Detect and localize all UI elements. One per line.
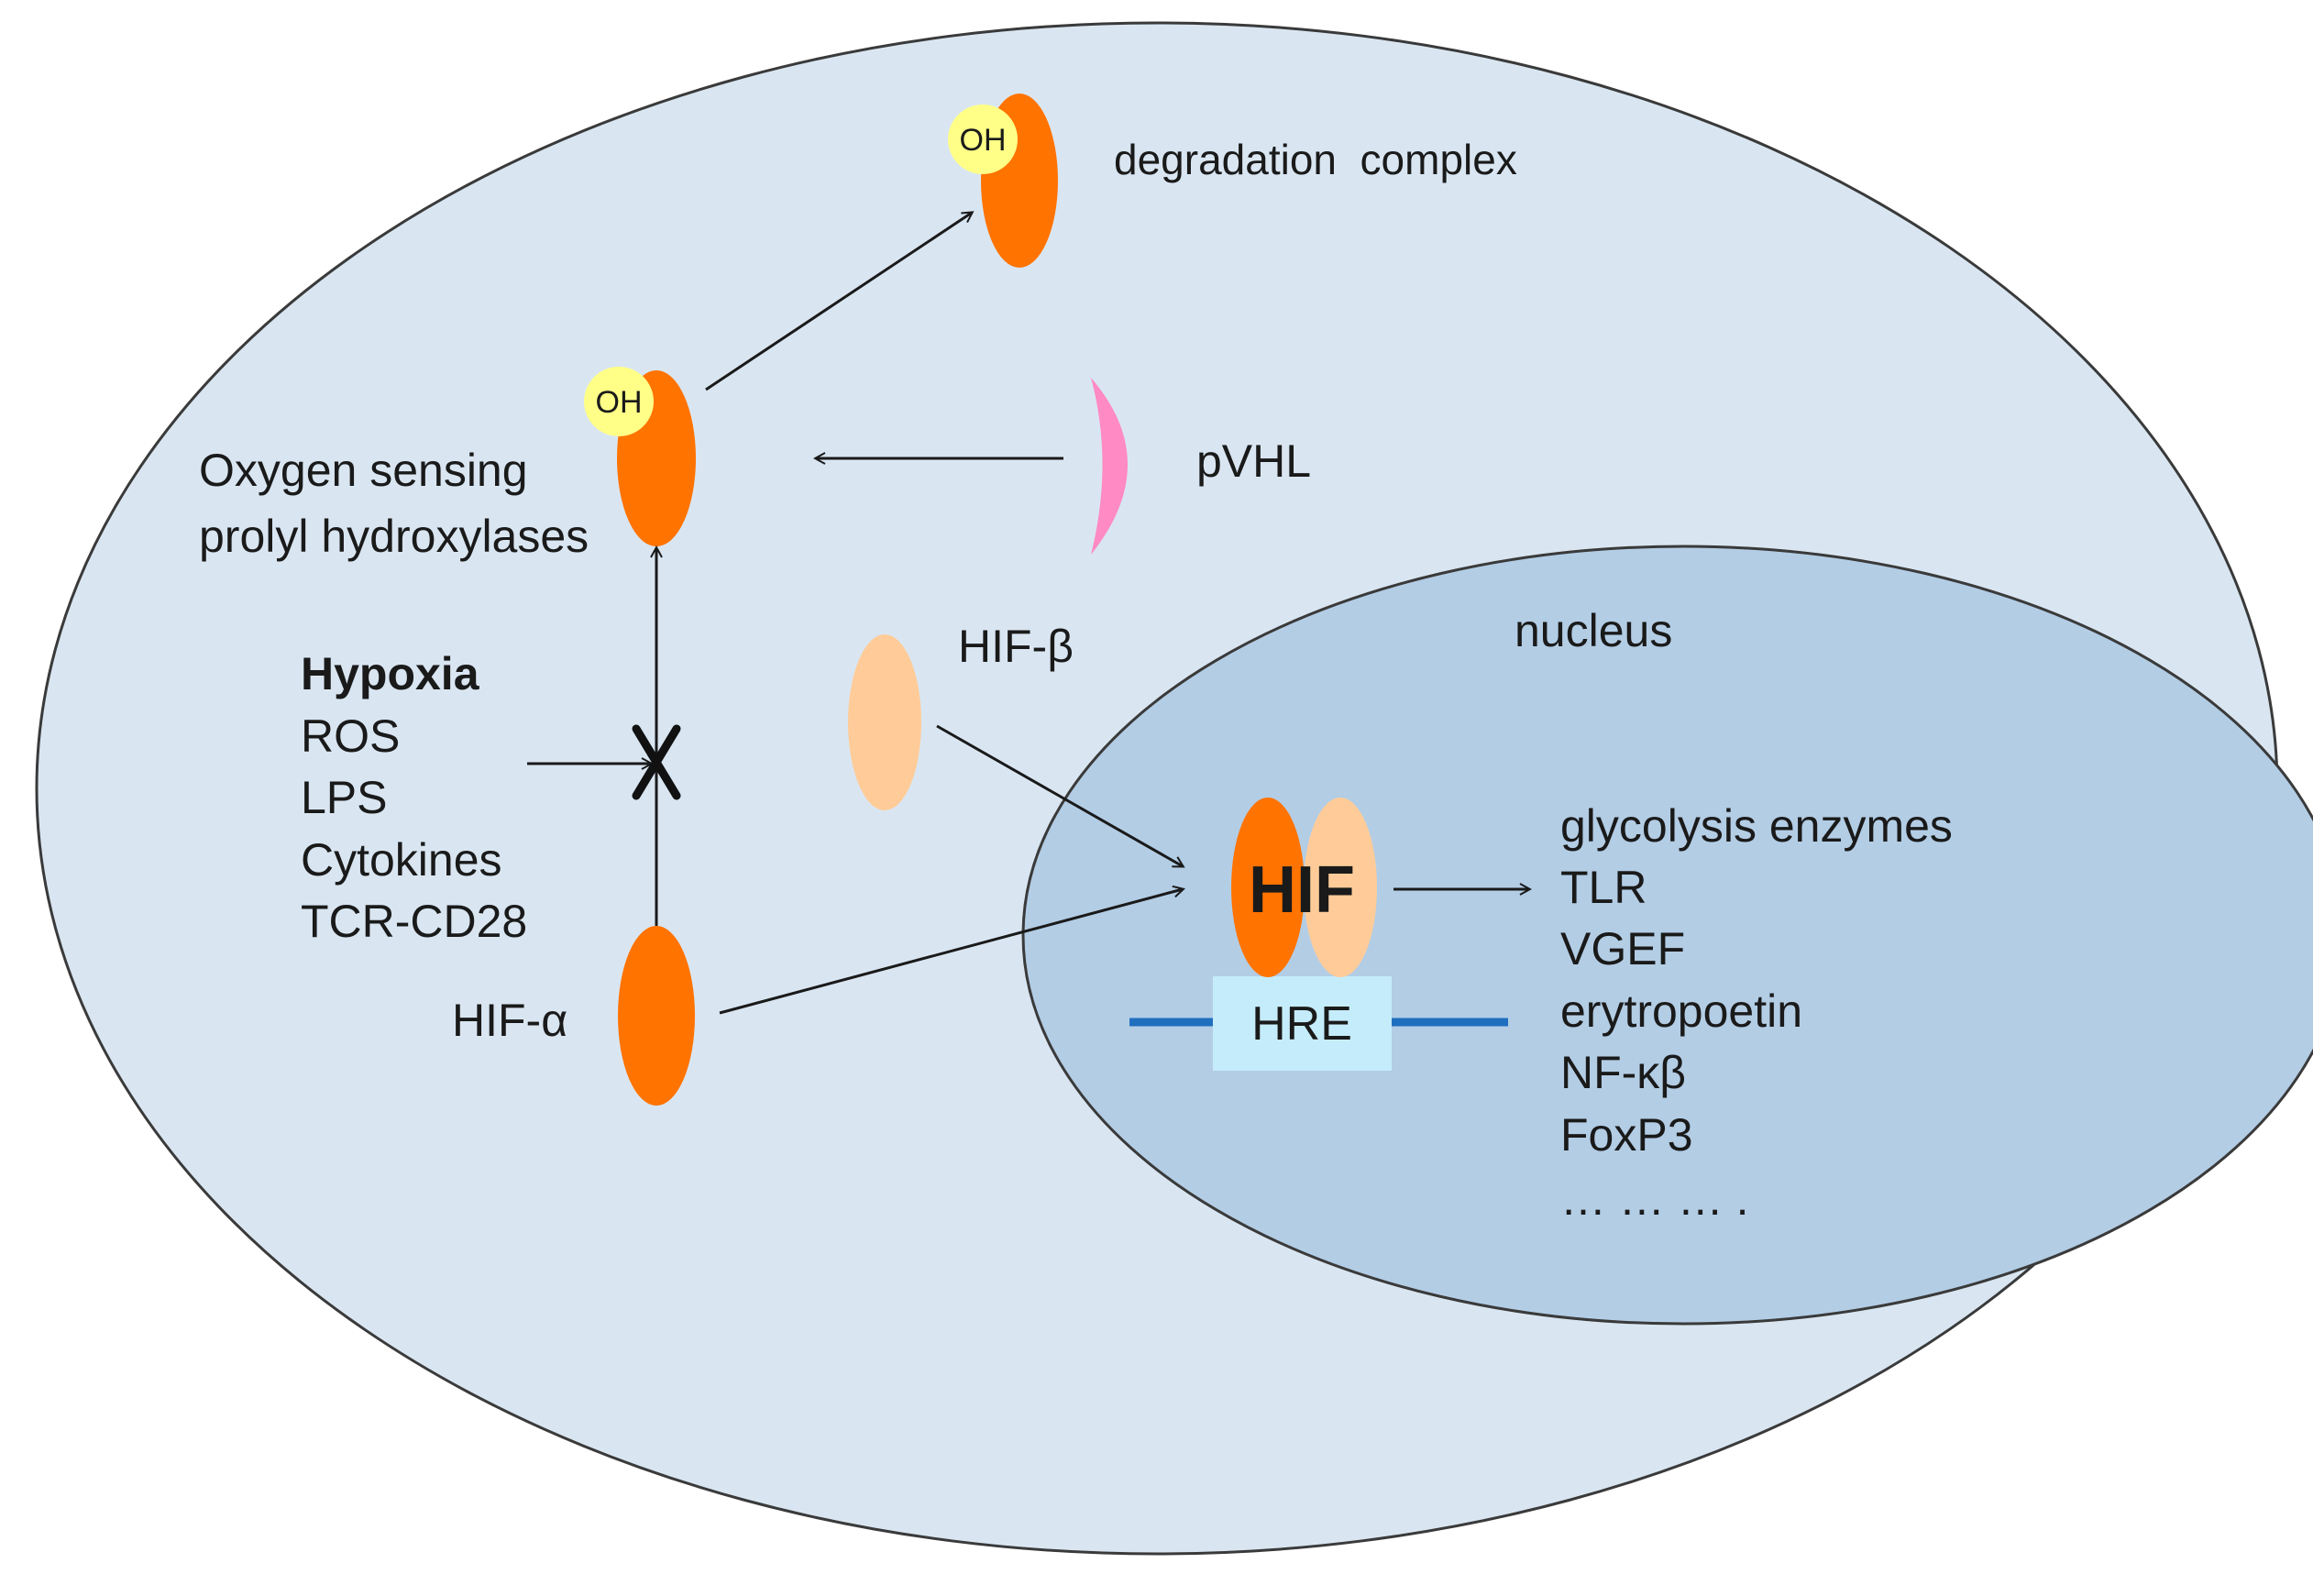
hydroxylated-hif-icon: OH: [584, 367, 696, 546]
hif-label: HIF: [1249, 853, 1355, 927]
hif-beta-dimer-shape: [1304, 798, 1377, 977]
oxygen-sensing-label-line1: Oxygen sensing: [199, 445, 528, 496]
hre-label: HRE: [1251, 997, 1352, 1051]
hif-alpha-shape: [618, 926, 695, 1106]
hif-beta-label: HIF-β: [958, 621, 1074, 672]
stimulus-item: LPS: [301, 772, 388, 823]
oh-label-top: OH: [960, 123, 1007, 158]
hif-dimer-icon: [1231, 798, 1377, 977]
pvhl-label: pVHL: [1196, 435, 1311, 487]
stimulus-title: Hypoxia: [301, 648, 480, 699]
target-gene: VGEF: [1560, 923, 1685, 974]
target-gene: NF-κβ: [1560, 1047, 1686, 1098]
nucleus-label: nucleus: [1514, 605, 1672, 656]
degradation-complex-icon: OH: [948, 94, 1058, 268]
hif-alpha-label: HIF-α: [452, 995, 567, 1046]
hif-beta-shape: [848, 634, 921, 810]
oxygen-sensing-label-line2: prolyl hydroxylases: [199, 511, 589, 562]
hydroxyl-circle-icon: [584, 367, 654, 436]
arrow-to-degradation: [705, 213, 972, 391]
hre-box: [1213, 976, 1392, 1071]
arrow-hif-beta-to-nucleus: [936, 724, 1183, 866]
arrow-hif-alpha-to-nucleus: [719, 889, 1183, 1015]
stimulus-item: ROS: [301, 710, 400, 762]
target-gene-ellipsis: … … … .: [1560, 1173, 1749, 1225]
pvhl-shape: [1091, 378, 1128, 555]
target-gene: TLR: [1560, 862, 1647, 913]
nucleus: [1021, 545, 2313, 1326]
target-gene: glycolysis enzymes: [1560, 800, 1953, 852]
hif-alpha-dimer-shape: [1231, 798, 1305, 977]
oh-label-mid: OH: [596, 385, 643, 420]
hydroxyl-circle-icon: [948, 105, 1018, 174]
degradation-complex-label: degradation complex: [1114, 136, 1517, 183]
stimulus-item: TCR-CD28: [301, 896, 527, 947]
stimulus-item: Cytokines: [301, 834, 502, 886]
x-mark-icon: [632, 724, 681, 800]
target-gene: erytropoetin: [1560, 985, 1802, 1037]
target-gene: FoxP3: [1560, 1109, 1693, 1161]
